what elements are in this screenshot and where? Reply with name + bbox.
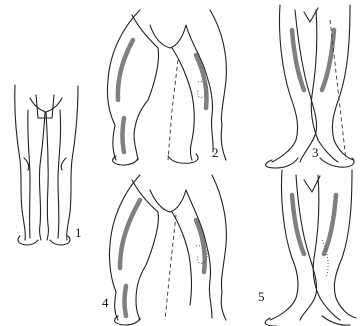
figure-2-bowed-legs: [107, 10, 226, 165]
figure-label-2: 2: [212, 146, 219, 159]
figure-label-3: 3: [312, 146, 319, 159]
figure-4-bowed-legs: [109, 175, 226, 325]
figure-3-knock-knees: [266, 5, 354, 168]
figure-label-5: 5: [258, 290, 265, 303]
figure-label-1: 1: [75, 226, 82, 239]
figure-5-knock-knees: [265, 170, 356, 326]
figure-label-4: 4: [102, 296, 109, 309]
figure-1-straight-legs: [15, 85, 78, 245]
